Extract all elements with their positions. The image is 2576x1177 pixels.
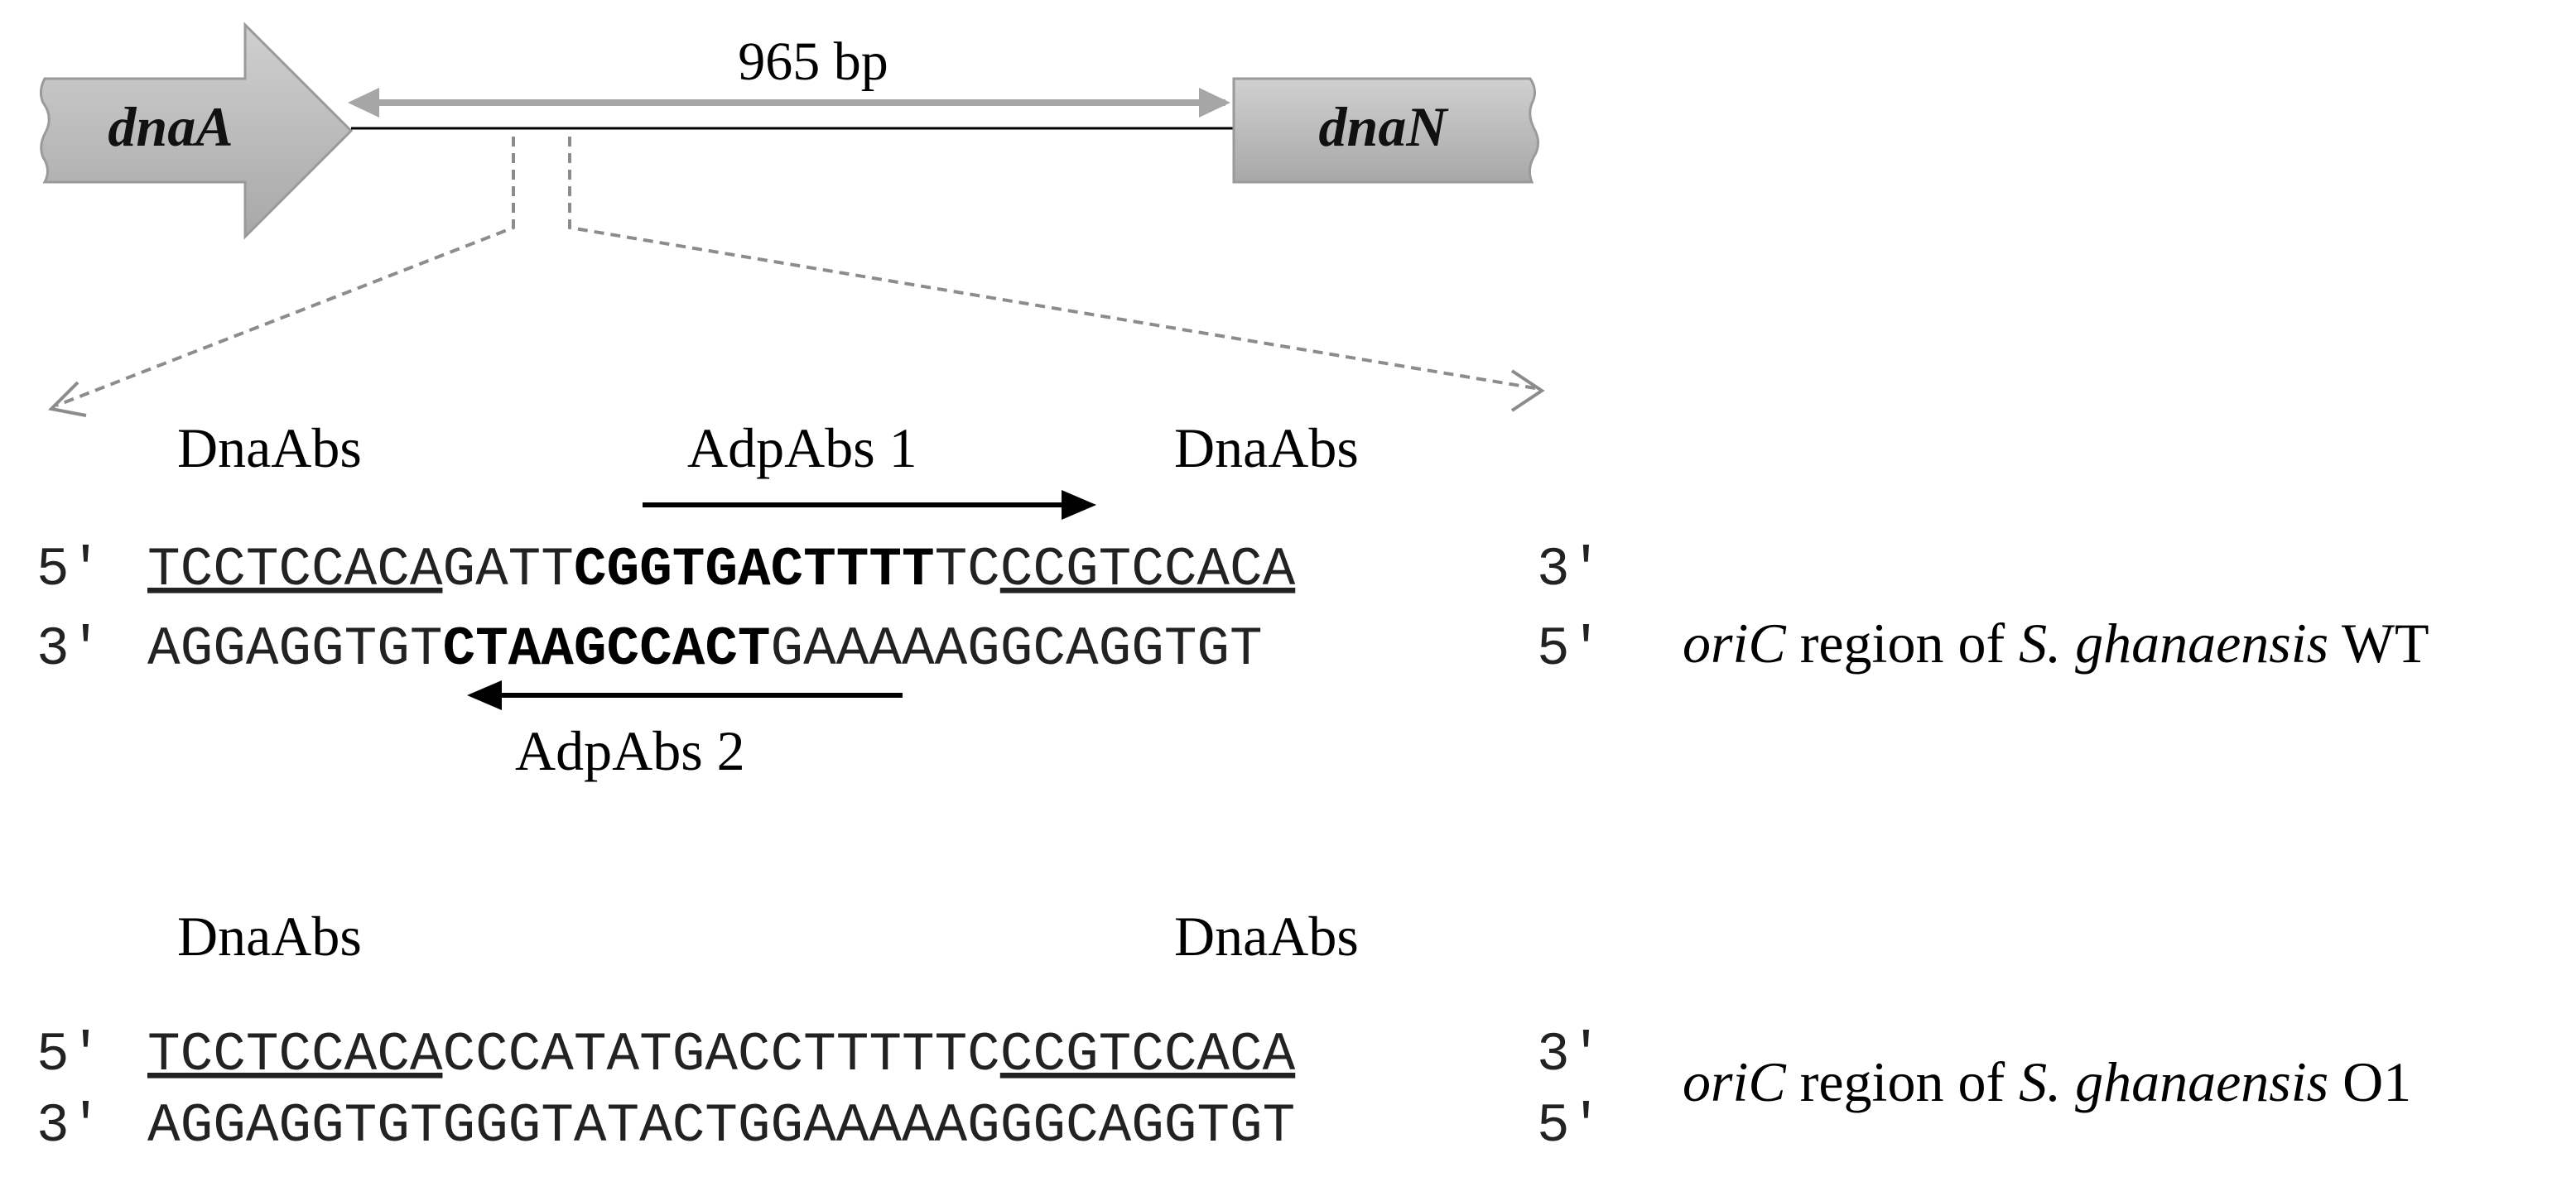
o1-bottom-five-prime: 5′ bbox=[1537, 1095, 1602, 1157]
o1-caption: oriC region of S. ghanaensis O1 bbox=[1683, 1050, 2411, 1113]
distance-arrowhead-left bbox=[348, 88, 379, 118]
zoom-lines bbox=[55, 137, 1541, 407]
wt-bottom-three-prime: 3′ bbox=[36, 618, 102, 680]
zoom-line-right bbox=[568, 137, 1541, 391]
o1-top-dnaabs-left: TCCTCCACA bbox=[147, 1024, 443, 1086]
wt-adpabs1-label: AdpAbs 1 bbox=[687, 416, 917, 479]
zoom-arrowheads bbox=[47, 369, 1545, 417]
adpabs2-arrowhead bbox=[467, 680, 502, 710]
wt-bottom-five-prime: 5′ bbox=[1537, 618, 1602, 680]
dnaN-gene-box bbox=[1232, 77, 1539, 184]
wt-dnaabs-right-label: DnaAbs bbox=[1174, 416, 1359, 479]
wt-caption-strain: WT bbox=[2328, 612, 2429, 675]
o1-top-spacer: CCCATATGACCTTTTTC bbox=[442, 1024, 999, 1086]
wt-caption: oriC region of S. ghanaensis WT bbox=[1683, 612, 2429, 675]
wt-caption-species: S. ghanaensis bbox=[2019, 612, 2328, 675]
wt-bottom-part-1: AGGAGGTGT bbox=[147, 618, 442, 680]
wt-caption-mid: region of bbox=[1786, 612, 2019, 675]
wt-bottom-strand: AGGAGGTGTCTAAGCCACTGAAAAAGGCAGGTGT bbox=[147, 618, 1263, 680]
wt-top-five-prime: 5′ bbox=[36, 539, 102, 601]
genomic-map: dnaA dnaN 965 bp bbox=[39, 22, 1545, 417]
o1-caption-species: S. ghanaensis bbox=[2019, 1050, 2328, 1113]
distance-label: 965 bp bbox=[738, 31, 888, 92]
o1-caption-oric: oriC bbox=[1683, 1050, 1786, 1113]
o1-caption-strain: O1 bbox=[2328, 1050, 2411, 1113]
o1-caption-mid: region of bbox=[1786, 1050, 2019, 1113]
wt-top-three-prime: 3′ bbox=[1537, 539, 1602, 601]
wt-top-spacer-2: TC bbox=[935, 539, 1000, 601]
zoom-arrowhead-right bbox=[1510, 369, 1545, 412]
wt-top-spacer-1: GATT bbox=[442, 539, 573, 601]
wt-top-dnaabs-left: TCCTCCACA bbox=[147, 539, 443, 601]
wt-region: DnaAbs AdpAbs 1 DnaAbs 5′ TCCTCCACAGATTC… bbox=[36, 416, 2429, 782]
wt-top-adpabs1: CGGTGACTTTT bbox=[574, 539, 935, 601]
zoom-arrowhead-left bbox=[47, 381, 87, 417]
wt-adpabs2-label: AdpAbs 2 bbox=[515, 719, 745, 782]
wt-top-strand: TCCTCCACAGATTCGGTGACTTTTTCCCGTCCACA bbox=[147, 539, 1296, 601]
wt-dnaabs-left-label: DnaAbs bbox=[177, 416, 362, 479]
wt-bottom-part-3: GAAAAAGGCAGGTGT bbox=[771, 618, 1263, 680]
dnaA-label: dnaA bbox=[108, 95, 233, 158]
dnaA-gene-arrow bbox=[39, 22, 354, 240]
dnaN-label: dnaN bbox=[1319, 95, 1450, 158]
o1-top-five-prime: 5′ bbox=[36, 1024, 102, 1086]
distance-arrowhead-right bbox=[1199, 88, 1230, 118]
wt-caption-oric: oriC bbox=[1683, 612, 1786, 675]
o1-dnaabs-right-label: DnaAbs bbox=[1174, 905, 1359, 968]
o1-region: DnaAbs DnaAbs 5′ TCCTCCACACCCATATGACCTTT… bbox=[36, 905, 2411, 1157]
wt-bottom-adpabs2: CTAAGCCACT bbox=[442, 618, 770, 680]
o1-bottom-three-prime: 3′ bbox=[36, 1095, 102, 1157]
zoom-line-left bbox=[55, 137, 515, 407]
o1-bottom-strand: AGGAGGTGTGGGTATACTGGAAAAAGGGCAGGTGT bbox=[147, 1095, 1295, 1157]
o1-top-dnaabs-right: CCGTCCACA bbox=[1000, 1024, 1296, 1086]
o1-top-three-prime: 3′ bbox=[1537, 1024, 1602, 1086]
o1-dnaabs-left-label: DnaAbs bbox=[177, 905, 362, 968]
adpabs1-arrowhead bbox=[1062, 490, 1096, 520]
wt-top-dnaabs-right: CCGTCCACA bbox=[1000, 539, 1296, 601]
o1-top-strand: TCCTCCACACCCATATGACCTTTTTCCCGTCCACA bbox=[147, 1024, 1296, 1086]
